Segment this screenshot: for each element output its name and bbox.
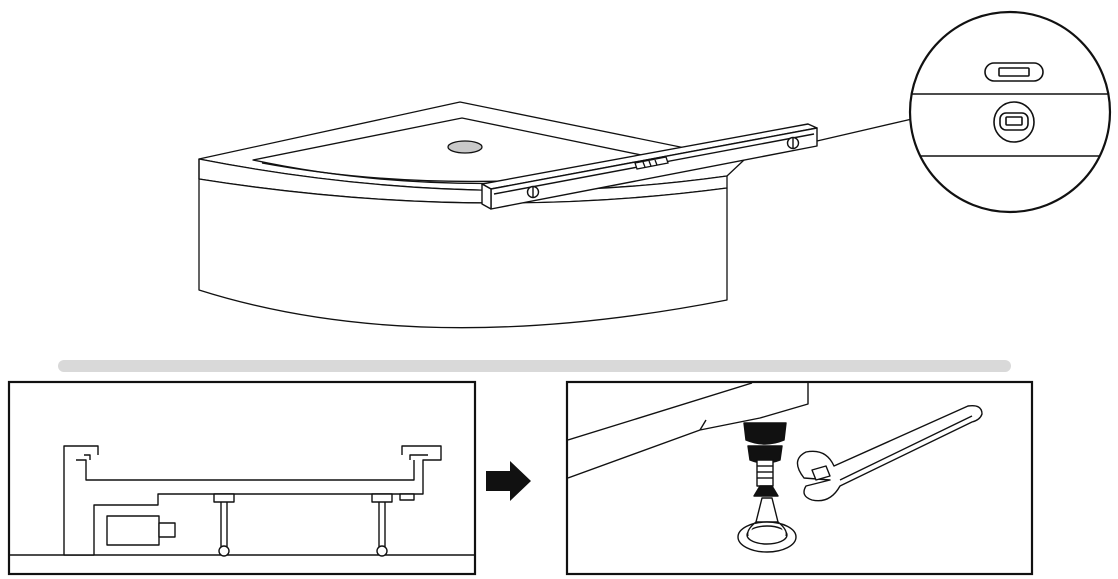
drain-icon: [447, 140, 483, 154]
separator-bar: [58, 360, 1011, 372]
spirit-level-icon: [481, 123, 818, 210]
bubble-vial-icon: [634, 156, 669, 170]
wrench-icon: [796, 404, 983, 502]
arrow-right-icon: [486, 461, 531, 501]
shower-tray: [198, 101, 745, 329]
foot-adjustment: [565, 380, 1034, 576]
level-bubble-detail: [908, 10, 1112, 214]
tray-cross-section: [7, 380, 477, 576]
adjustable-foot-icon: [737, 422, 797, 553]
callout-line: [816, 118, 913, 142]
